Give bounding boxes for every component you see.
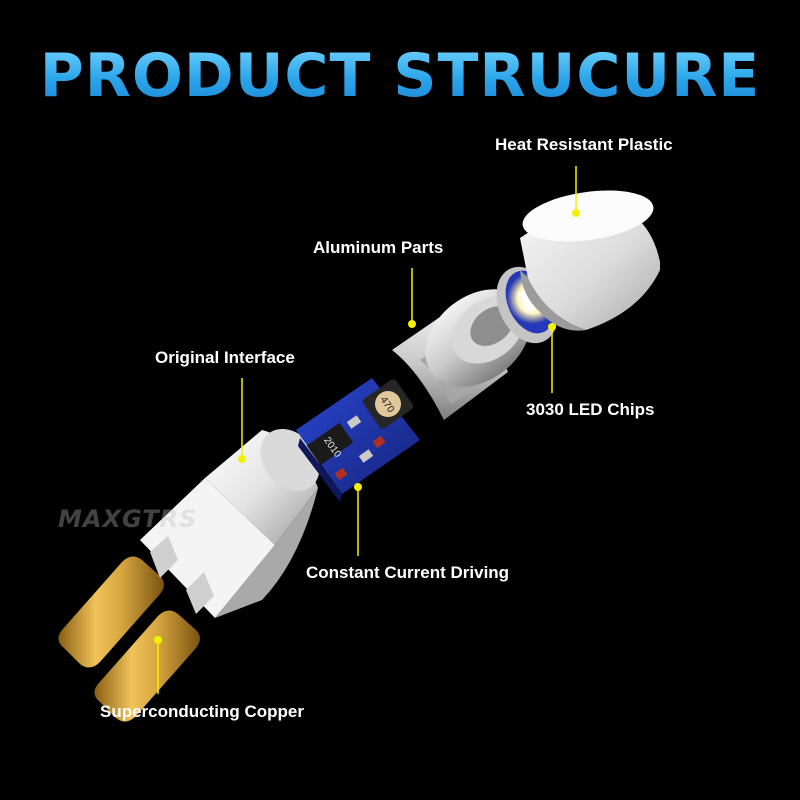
callout-superconducting-copper xyxy=(154,636,162,694)
callout-constant-current-driving xyxy=(354,483,362,556)
copper-terminal-upper xyxy=(58,556,164,668)
callout-led-chips xyxy=(548,323,556,393)
callout-original-interface xyxy=(238,378,246,463)
inductor-top xyxy=(375,391,401,417)
plastic-base xyxy=(140,429,320,618)
aluminum-heatsink xyxy=(392,289,531,420)
pcb-component-b xyxy=(358,449,374,463)
callout-aluminum-parts xyxy=(408,268,416,328)
pcb-component-a xyxy=(346,415,362,429)
brand-watermark: MAXGTRS xyxy=(58,505,198,533)
label-led-chips: 3030 LED Chips xyxy=(526,400,655,419)
label-superconducting-copper: Superconducting Copper xyxy=(100,702,304,721)
copper-terminals xyxy=(58,556,200,722)
pcb-component-c xyxy=(334,467,348,481)
page-title: PRODUCT STRUCURE xyxy=(0,40,800,112)
label-constant-current-driving: Constant Current Driving xyxy=(306,563,510,582)
plastic-cap xyxy=(520,190,660,331)
pcb-component-d xyxy=(372,435,386,449)
resistor-component xyxy=(306,422,354,466)
copper-terminal-lower xyxy=(94,610,200,722)
label-original-interface: Original Interface xyxy=(155,348,295,367)
driver-pcb: 2010 470 xyxy=(296,378,420,502)
label-heat-resistant-plastic: Heat Resistant Plastic xyxy=(495,135,673,154)
label-aluminum-parts: Aluminum Parts xyxy=(313,238,444,257)
callout-heat-resistant-plastic xyxy=(572,166,580,217)
